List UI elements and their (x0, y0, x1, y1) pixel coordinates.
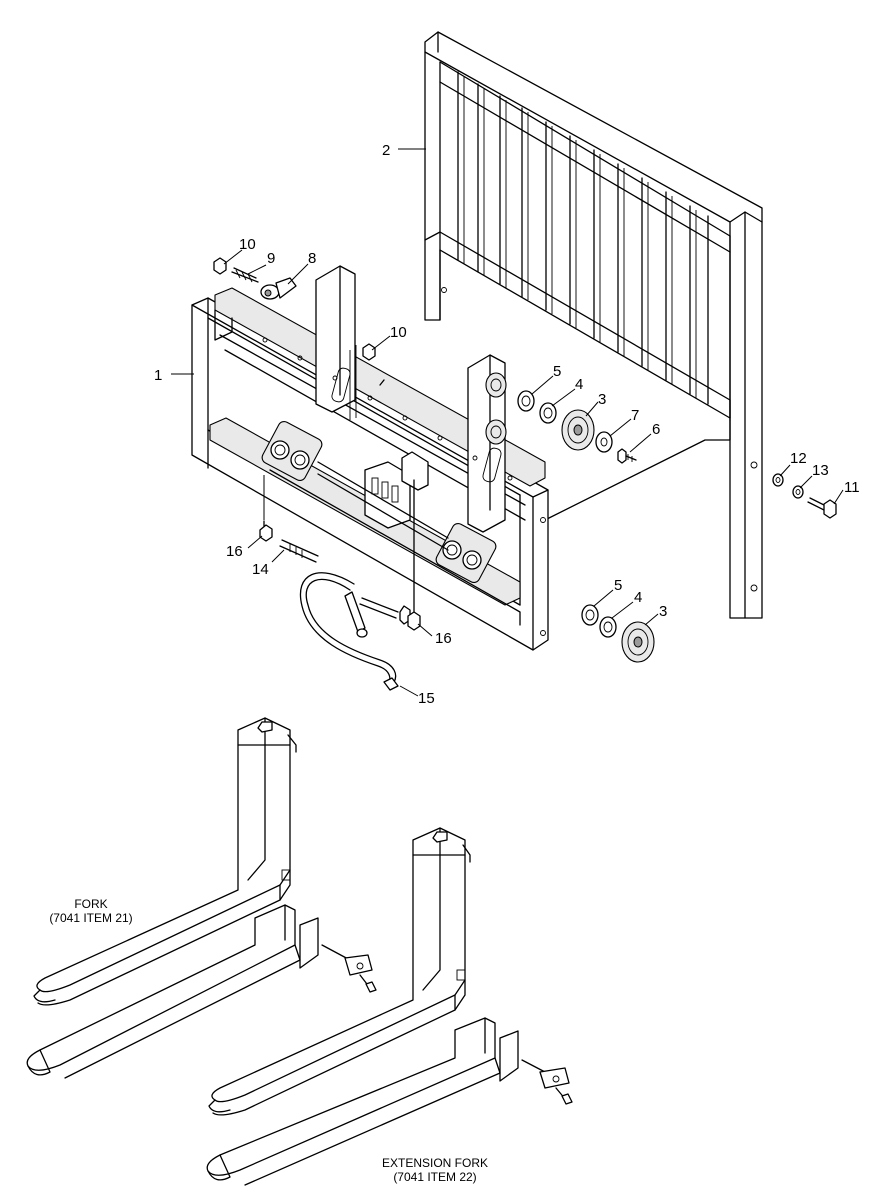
callout-9: 9 (267, 250, 275, 267)
callout-13: 13 (812, 462, 829, 479)
leader-lines (171, 148, 844, 697)
callout-5-upper: 5 (553, 363, 561, 380)
fitting-group-top (213, 257, 376, 361)
callout-2: 2 (382, 142, 390, 159)
callout-1: 1 (154, 367, 162, 384)
callout-7: 7 (631, 407, 639, 424)
captions: FORK (7041 ITEM 21) EXTENSION FORK (7041… (49, 897, 488, 1184)
callout-3-lower: 3 (659, 603, 667, 620)
callout-11: 11 (844, 479, 860, 496)
fork-caption-title: FORK (74, 897, 107, 911)
fork-caption-item: (7041 ITEM 21) (49, 911, 132, 925)
callout-8: 8 (308, 250, 316, 267)
callout-12: 12 (790, 450, 807, 467)
roller-group-lower (581, 604, 655, 663)
extension-fork-right (206, 1017, 573, 1186)
fork-carriage (191, 265, 549, 651)
callout-10-top: 10 (239, 236, 256, 253)
fork-right (208, 827, 471, 1116)
bolt-group-right (772, 473, 837, 519)
callout-labels: 1 2 10 9 8 10 5 4 3 7 6 12 13 11 5 4 3 1… (154, 142, 860, 707)
nut-10-mid (362, 343, 376, 361)
callout-4-upper: 4 (575, 376, 583, 393)
extension-fork-caption-title: EXTENSION FORK (382, 1156, 488, 1170)
roller-group-upper (485, 372, 637, 464)
nut-10-top (213, 257, 227, 275)
callout-3-upper: 3 (598, 391, 606, 408)
extension-fork-left (26, 904, 377, 1079)
callout-16-right: 16 (435, 630, 452, 647)
callout-16-left: 16 (226, 543, 243, 560)
hose-assembly (259, 479, 421, 691)
fork-left (33, 717, 297, 1006)
callout-6: 6 (652, 421, 660, 438)
callout-15: 15 (418, 690, 435, 707)
callout-10-mid: 10 (390, 324, 407, 341)
callout-4-lower: 4 (634, 589, 642, 606)
callout-14: 14 (252, 561, 269, 578)
callout-5-lower: 5 (614, 577, 622, 594)
load-backrest (424, 31, 763, 619)
extension-fork-caption-item: (7041 ITEM 22) (393, 1170, 476, 1184)
